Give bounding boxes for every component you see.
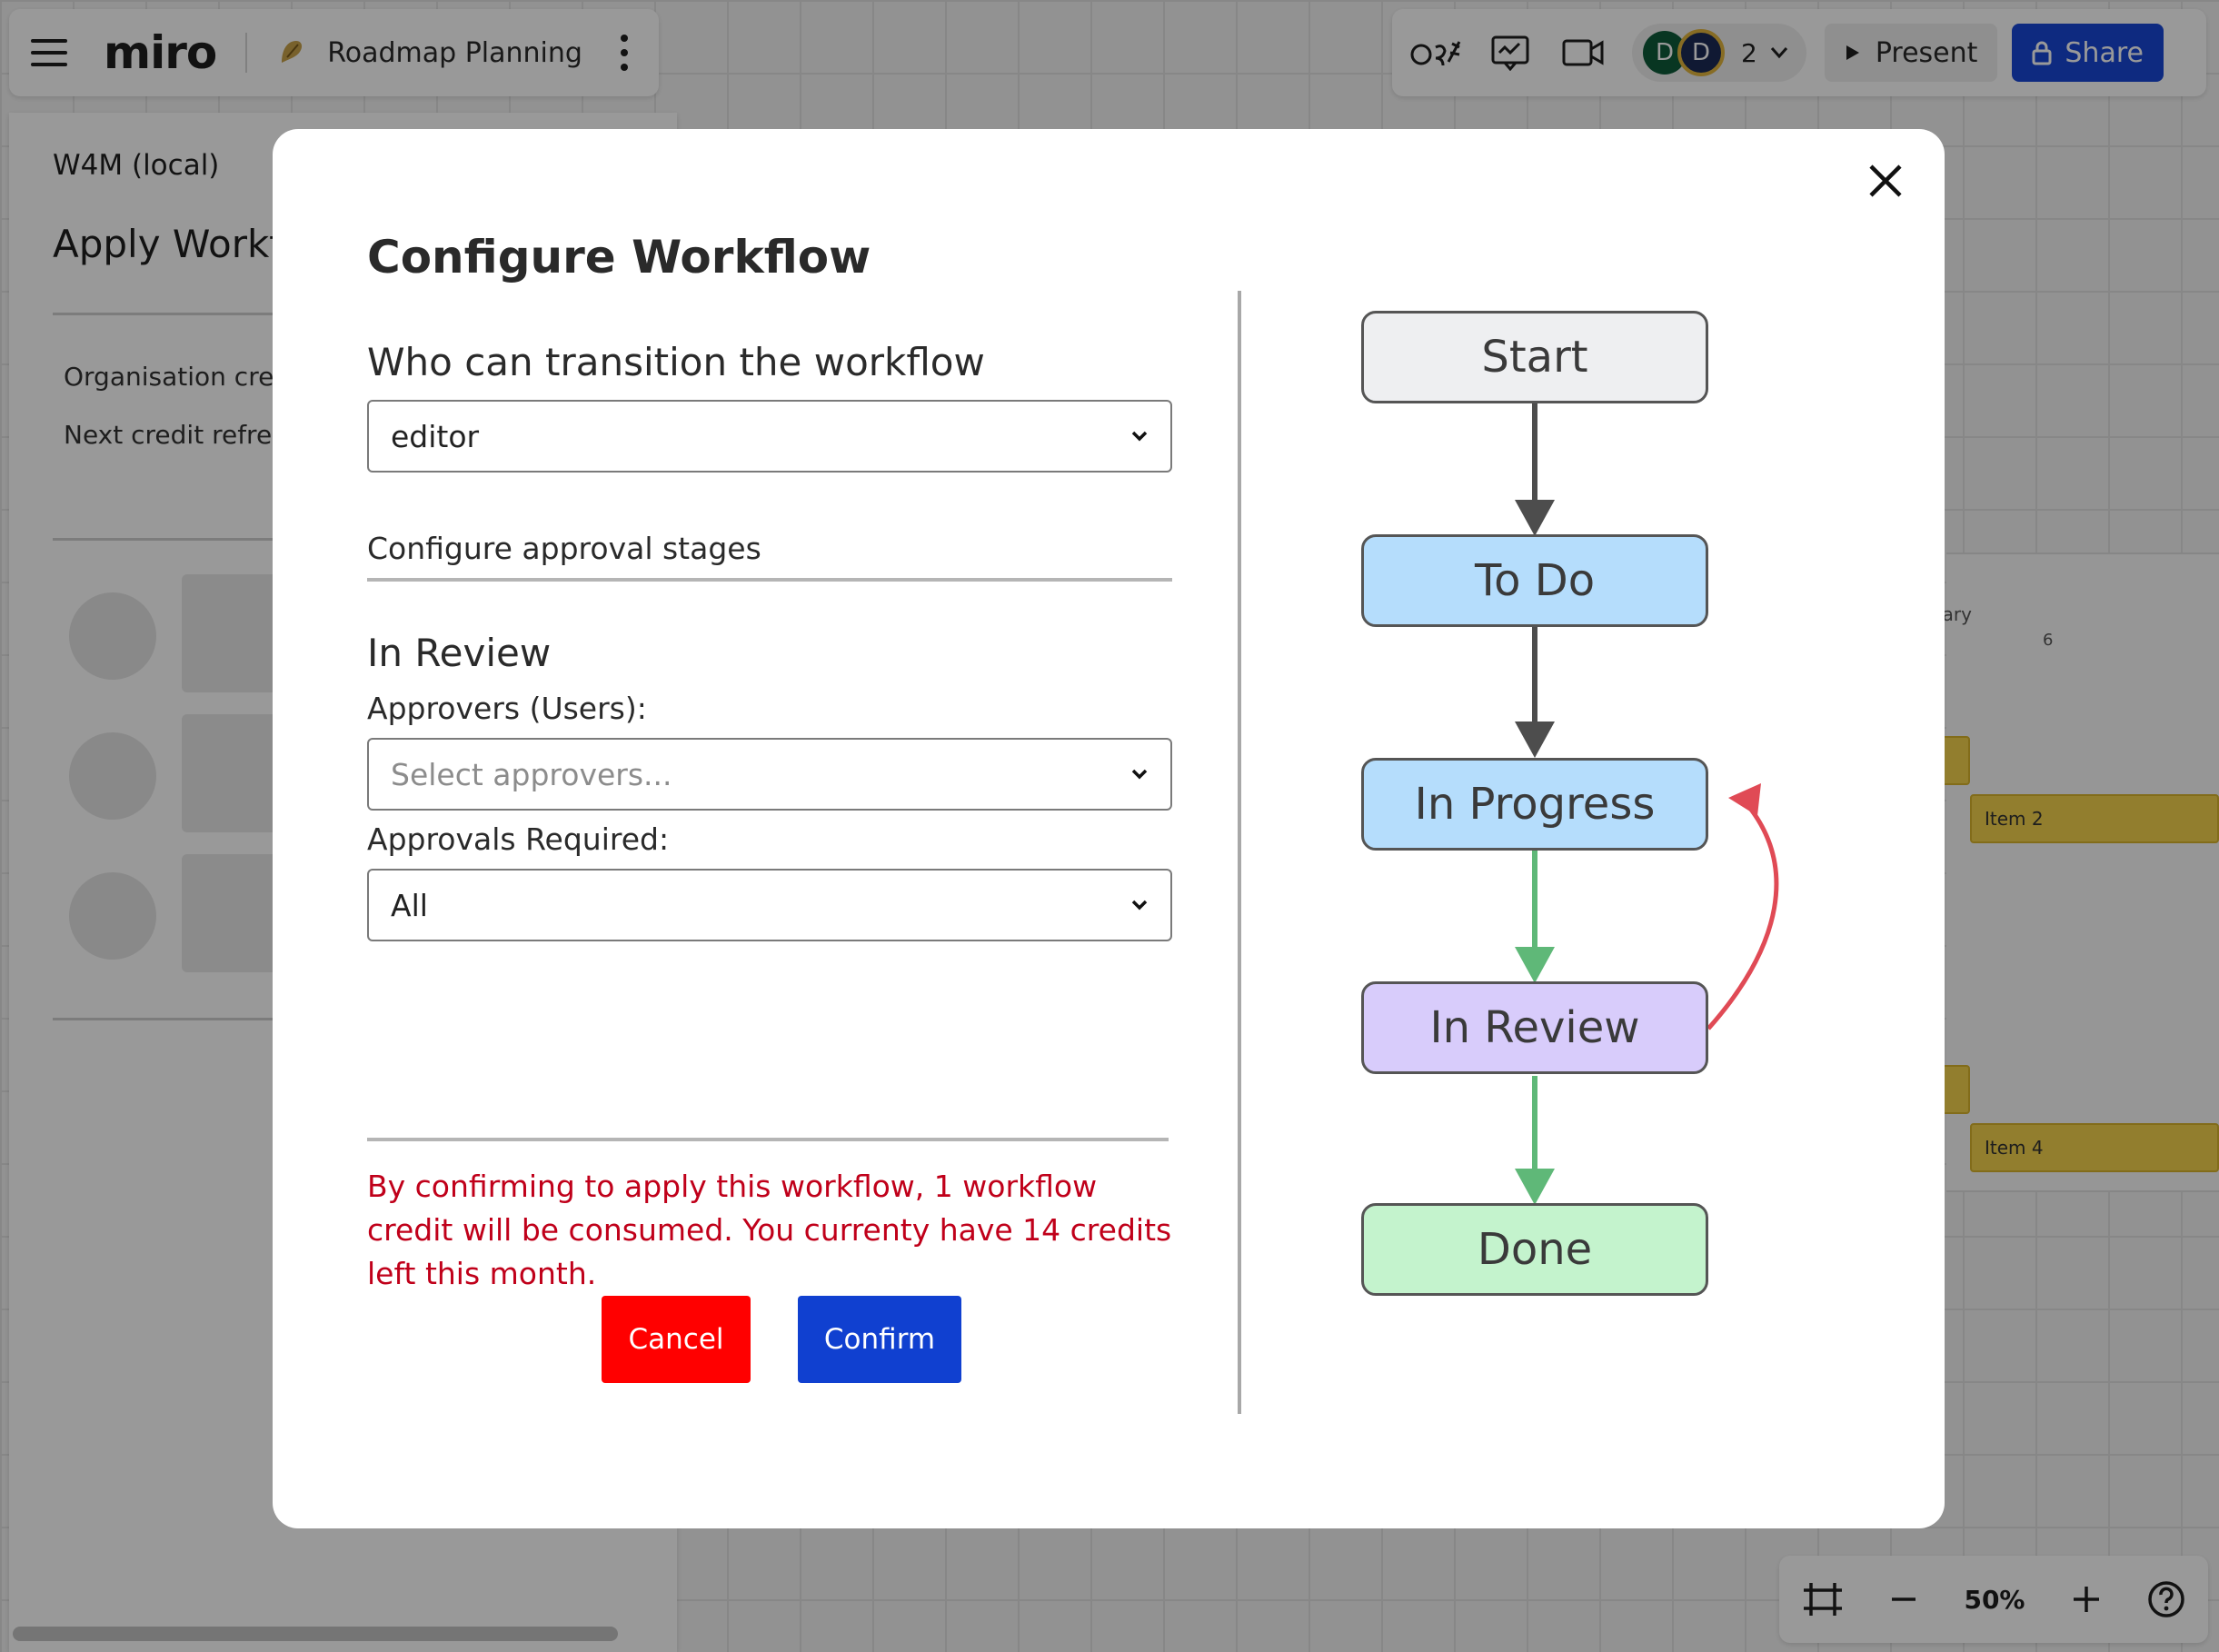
approvals-required-select[interactable]: All [367, 869, 1172, 941]
arrowhead-icon [1515, 1169, 1555, 1205]
collaboration-toolbar: D D 2 Present Share [1392, 9, 2206, 96]
approval-stages-label: Configure approval stages [367, 531, 761, 566]
miro-logo: miro [104, 26, 217, 79]
credit-notice: By confirming to apply this workflow, 1 … [367, 1169, 1172, 1291]
cancel-button[interactable]: Cancel [602, 1296, 751, 1383]
board-toolbar: miro Roadmap Planning [9, 9, 659, 96]
workflow-connectors [1515, 403, 1779, 1205]
more-options-icon[interactable] [621, 35, 628, 71]
approvers-placeholder: Select approvers... [391, 756, 672, 792]
workflow-node-start[interactable]: Start [1361, 311, 1708, 403]
menu-icon[interactable] [31, 39, 67, 66]
who-can-transition-select[interactable]: editor [367, 400, 1172, 473]
video-icon[interactable] [1556, 30, 1610, 75]
divider [367, 578, 1172, 582]
approvers-select[interactable]: Select approvers... [367, 738, 1172, 811]
organisation-credits: Organisation cred [64, 362, 291, 392]
modal-title: Configure Workflow [367, 231, 871, 284]
chevron-down-icon [1131, 769, 1148, 780]
skeleton-avatar [69, 872, 156, 960]
next-credit-refresh: Next credit refres [64, 420, 285, 450]
comment-icon[interactable] [1483, 30, 1537, 75]
connector-inreview-inprogress [1707, 800, 1779, 1030]
panel-heading: Apply Workfl [53, 222, 294, 266]
divider [245, 33, 248, 73]
approvals-required-value: All [391, 887, 428, 923]
board-icon [282, 41, 303, 63]
stage-name: In Review [367, 631, 552, 675]
arrowhead-icon [1515, 947, 1555, 983]
present-label: Present [1875, 36, 1978, 69]
panel-title: W4M (local) [53, 149, 220, 182]
timeline-item[interactable]: Item 2 [1970, 794, 2219, 843]
fit-to-screen-icon[interactable] [1802, 1581, 1844, 1617]
arrowhead-icon [1515, 500, 1555, 536]
approvers-label: Approvers (Users): [367, 691, 647, 726]
node-label: Done [1477, 1224, 1593, 1275]
close-button[interactable] [1854, 149, 1917, 213]
zoom-out-icon[interactable] [1889, 1585, 1918, 1614]
skeleton-avatar [69, 592, 156, 680]
horizontal-scrollbar[interactable] [13, 1627, 618, 1641]
node-label: Start [1481, 332, 1588, 383]
timeline-item[interactable]: Item 4 [1970, 1123, 2219, 1172]
chevron-down-icon [1131, 431, 1148, 442]
zoom-in-icon[interactable] [2071, 1584, 2102, 1615]
node-label: To Do [1474, 555, 1596, 606]
share-label: Share [2065, 36, 2144, 69]
workflow-diagram: Start To Do In Progress In Review Done [1272, 311, 1908, 1401]
who-can-transition-value: editor [391, 418, 480, 454]
play-icon [1846, 45, 1859, 60]
workflow-node-done[interactable]: Done [1361, 1203, 1708, 1296]
timeline-day: 6 [2043, 631, 2054, 650]
workflow-node-in-progress[interactable]: In Progress [1361, 758, 1708, 851]
close-icon [1869, 164, 1902, 197]
node-label: In Review [1429, 1002, 1640, 1053]
confirm-button[interactable]: Confirm [798, 1296, 961, 1383]
vertical-divider [1238, 291, 1241, 1414]
configure-workflow-modal: Configure Workflow Who can transition th… [273, 129, 1945, 1528]
approvals-required-label: Approvals Required: [367, 821, 670, 857]
reactions-icon[interactable] [1410, 30, 1465, 75]
avatar[interactable]: D [1677, 29, 1725, 76]
arrowhead-icon [1728, 783, 1761, 816]
node-label: In Progress [1414, 779, 1656, 830]
timeline-widget[interactable] [1946, 552, 2219, 1192]
who-can-transition-label: Who can transition the workflow [367, 340, 985, 384]
workflow-node-in-review[interactable]: In Review [1361, 981, 1708, 1074]
user-count: 2 [1741, 37, 1757, 68]
board-name[interactable]: Roadmap Planning [327, 36, 582, 69]
skeleton-avatar [69, 732, 156, 820]
present-button[interactable]: Present [1824, 24, 1998, 82]
divider [367, 1138, 1169, 1141]
workflow-node-todo[interactable]: To Do [1361, 534, 1708, 627]
zoom-level[interactable]: 50% [1964, 1584, 2025, 1615]
share-button[interactable]: Share [2012, 24, 2164, 82]
lock-icon [2032, 41, 2052, 65]
chevron-down-icon [1770, 47, 1787, 59]
help-icon[interactable] [2147, 1580, 2185, 1618]
online-users[interactable]: D D 2 [1632, 24, 1806, 82]
arrowhead-icon [1515, 722, 1555, 758]
chevron-down-icon [1131, 900, 1148, 911]
zoom-toolbar: 50% [1779, 1556, 2208, 1643]
